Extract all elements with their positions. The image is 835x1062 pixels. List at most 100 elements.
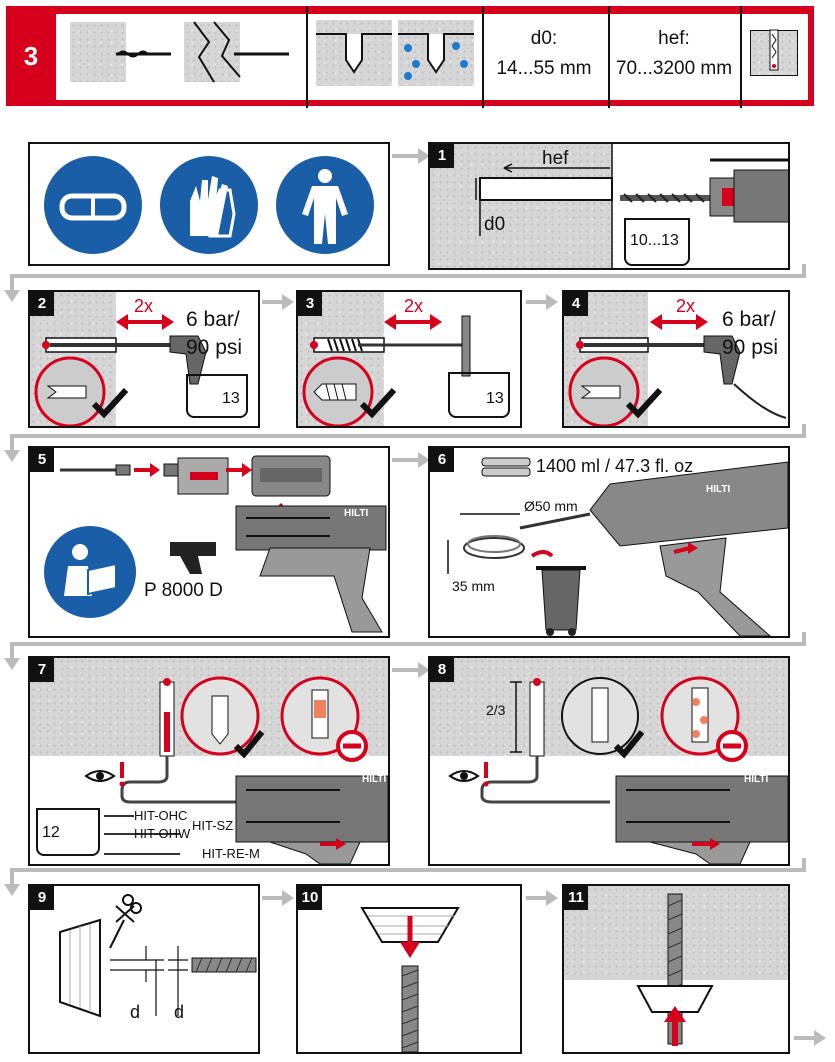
- flow-connector-4: [526, 294, 558, 310]
- step-3-ref: 13: [486, 390, 504, 407]
- step-4-number: 4: [564, 292, 588, 316]
- d0-value: 14...55 mm: [496, 58, 592, 79]
- hilti-brand-label: HILTI: [744, 774, 769, 785]
- person-reading-glyph-icon: [64, 544, 117, 596]
- divider: [306, 6, 308, 108]
- manual-book-icon: [624, 218, 690, 266]
- step-2-pressure-2: 90 psi: [186, 336, 243, 359]
- step-4-pressure-1: 6 bar/: [722, 308, 776, 331]
- blow-out-diagram-2: [568, 314, 787, 426]
- step-5-number: 5: [30, 448, 54, 472]
- divider: [740, 6, 742, 108]
- flow-connector-3: [262, 294, 294, 310]
- step-5-tool: P 8000 D: [144, 580, 223, 601]
- step-10-panel: 10: [296, 884, 522, 1054]
- header-content: d0: 14...55 mm hef: 70...3200 mm: [56, 6, 808, 108]
- step-11-number: 11: [564, 886, 588, 910]
- step-9-d1: d: [130, 1002, 141, 1022]
- step-11-panel: 11: [562, 884, 790, 1054]
- flow-connector-10: [262, 890, 294, 906]
- hef-value: 70...3200 mm: [615, 58, 733, 79]
- step-7-panel: 7 12 HIT-OHC HIT-OHW HIT-SZ HIT-RE-M HIL…: [28, 656, 390, 866]
- flow-connector-1: [392, 148, 430, 164]
- fill-two-thirds-diagram: [448, 676, 788, 864]
- ppe-panel: [28, 142, 390, 266]
- step-6-height: 35 mm: [452, 578, 495, 594]
- header-bar: 3 d0: 14...55 mm hef: [6, 6, 814, 108]
- brush-cleaning-diagram: [302, 314, 471, 426]
- mixer-assembly-diagram: [60, 455, 387, 633]
- step-number: 3: [23, 41, 39, 71]
- blow-out-diagram: [34, 314, 207, 426]
- step-7-number: 7: [30, 658, 54, 682]
- step-1-ref: 10...13: [630, 232, 679, 249]
- manual-book-icon: [36, 808, 100, 856]
- step-4-panel: 4 2x 6 bar/ 90 psi: [562, 290, 790, 428]
- glove-glyph-icon: [190, 176, 236, 238]
- step-6-panel: 6 1400 ml / 47.3 fl. oz Ø50 mm 35 mm HIL…: [428, 446, 790, 638]
- hammer-drill-icon: [620, 158, 788, 223]
- step-3-panel: 3 2x 13: [296, 290, 522, 428]
- flow-connector-11: [526, 890, 558, 906]
- step-4-pressure-2: 90 psi: [722, 336, 779, 359]
- dry-hole-shape-icon: [316, 33, 392, 74]
- step-8-number: 8: [430, 658, 454, 682]
- goggles-glyph-icon: [59, 193, 127, 221]
- step-3-times: 2x: [404, 296, 424, 316]
- step-10-number: 10: [298, 886, 322, 910]
- hilti-brand-label: HILTI: [362, 774, 387, 785]
- suit-glyph-icon: [302, 169, 348, 244]
- divider: [608, 6, 610, 108]
- step-7-mixer-4: HIT-RE-M: [202, 846, 260, 861]
- uncracked-concrete-icon: [70, 22, 126, 82]
- discard-first-mortar-diagram: [447, 457, 788, 636]
- place-ring-on-rod-diagram: [360, 907, 460, 1052]
- hef-dim-label: hef: [542, 148, 569, 169]
- cracked-concrete-icon: [184, 22, 240, 82]
- hef-label: hef:: [658, 28, 690, 49]
- cut-centering-ring-diagram: [59, 894, 257, 1018]
- flow-connector-7: [4, 632, 806, 670]
- anchor-rod-icon-2: [234, 52, 289, 56]
- step-8-panel: 8 2/3 HILTI: [428, 656, 790, 866]
- step-2-panel: 2 2x 6 bar/ 90 psi 13: [28, 290, 260, 428]
- drill-hole-diagram: [475, 144, 613, 268]
- step-2-times: 2x: [134, 296, 154, 316]
- flow-connector-9: [4, 858, 806, 896]
- step-1-panel: 1 hef d0 10...13: [428, 142, 790, 270]
- step-5-panel: 5 P 8000 D HILTI: [28, 446, 390, 638]
- d0-dim-label: d0: [484, 214, 506, 235]
- step-7-ref: 12: [42, 824, 60, 841]
- divider: [482, 6, 484, 108]
- manual-book-icon: [186, 374, 248, 418]
- flow-connector-8: [392, 662, 430, 678]
- drill-bit-small-icon: [769, 29, 779, 71]
- step-7-mixer-1: HIT-OHC: [134, 808, 188, 823]
- step-6-number: 6: [430, 448, 454, 472]
- next-page-arrow-icon: [794, 1030, 826, 1046]
- concrete-block: [430, 144, 612, 268]
- flow-connector-6: [392, 452, 430, 468]
- inject-mortar-diagram: [84, 676, 388, 864]
- insert-rod-diagram: [636, 893, 714, 1046]
- step-1-number: 1: [430, 144, 454, 168]
- step-6-volume: 1400 ml / 47.3 fl. oz: [536, 456, 694, 476]
- d0-label: d0:: [530, 28, 558, 49]
- step-4-times: 2x: [676, 296, 696, 316]
- step-8-fraction: 2/3: [486, 702, 506, 718]
- flow-connector-5: [4, 424, 806, 462]
- manual-book-icon: [448, 372, 510, 418]
- step-3-number: 3: [298, 292, 322, 316]
- step-9-d2: d: [174, 1002, 185, 1022]
- step-7-mixer-2: HIT-OHW: [134, 826, 191, 841]
- anchor-rod-icon: [116, 50, 171, 58]
- step-2-ref: 13: [222, 390, 240, 407]
- water-drops-icon: [398, 33, 474, 80]
- step-2-number: 2: [30, 292, 54, 316]
- step-9-number: 9: [30, 886, 54, 910]
- step-6-diameter: Ø50 mm: [524, 498, 578, 514]
- crack-icon: [193, 21, 241, 83]
- hilti-brand-label: HILTI: [706, 484, 731, 495]
- step-9-panel: 9 d d: [28, 884, 260, 1054]
- step-7-mixer-3: HIT-SZ: [192, 818, 234, 833]
